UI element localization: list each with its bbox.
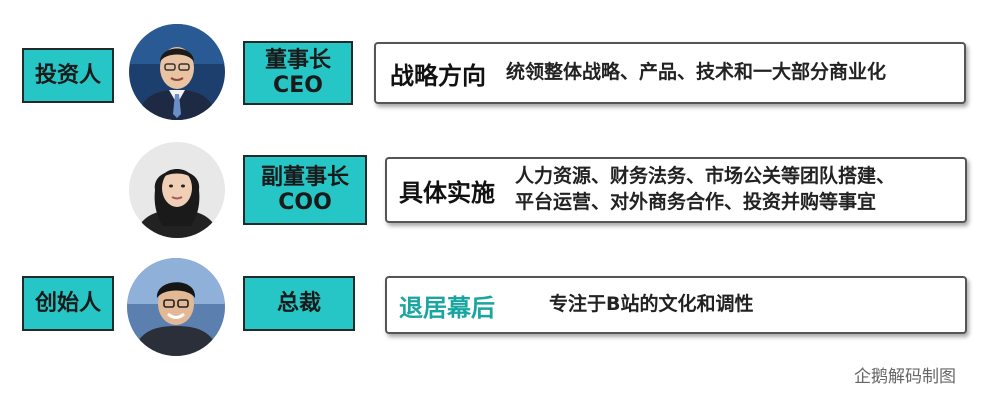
title-line: 董事长 [264,47,331,73]
desc-text: 专注于B站的文化和调性 [549,293,754,316]
title-line: COO [278,190,332,215]
desc-text: 统领整体战略、产品、技术和一大部分商业化 [506,61,887,84]
title-tag-ceo: 董事长 CEO [243,41,353,105]
desc-heading: 战略方向 [390,61,486,90]
title-line: CEO [273,73,323,98]
desc-box-strategy: 战略方向 统领整体战略、产品、技术和一大部分商业化 [374,42,966,104]
desc-heading: 具体实施 [399,178,495,207]
desc-line: 人力资源、财务法务、市场公关等团队搭建、 [515,165,896,188]
desc-box-behind-scenes: 退居幕后 专注于B站的文化和调性 [385,276,967,334]
image-credit: 企鹅解码制图 [854,367,956,387]
avatar-coo [129,142,225,238]
person-photo-icon [129,24,225,120]
title-tag-president: 总裁 [243,276,355,331]
role-tag-founder: 创始人 [22,276,114,331]
desc-line: 平台运营、对外商务合作、投资并购等事宜 [515,191,877,213]
desc-heading-accent: 退居幕后 [399,293,495,322]
title-line: 副董事长 [260,164,349,190]
role-tag-investor: 投资人 [22,48,114,103]
avatar-ceo [129,24,225,120]
person-photo-icon [127,258,225,356]
desc-box-implementation: 具体实施 人力资源、财务法务、市场公关等团队搭建、 平台运营、对外商务合作、投资… [385,157,967,223]
desc-text-block: 人力资源、财务法务、市场公关等团队搭建、 平台运营、对外商务合作、投资并购等事宜 [515,164,895,215]
person-photo-icon [129,142,225,238]
title-tag-coo: 副董事长 COO [243,155,367,225]
avatar-president [127,258,225,356]
